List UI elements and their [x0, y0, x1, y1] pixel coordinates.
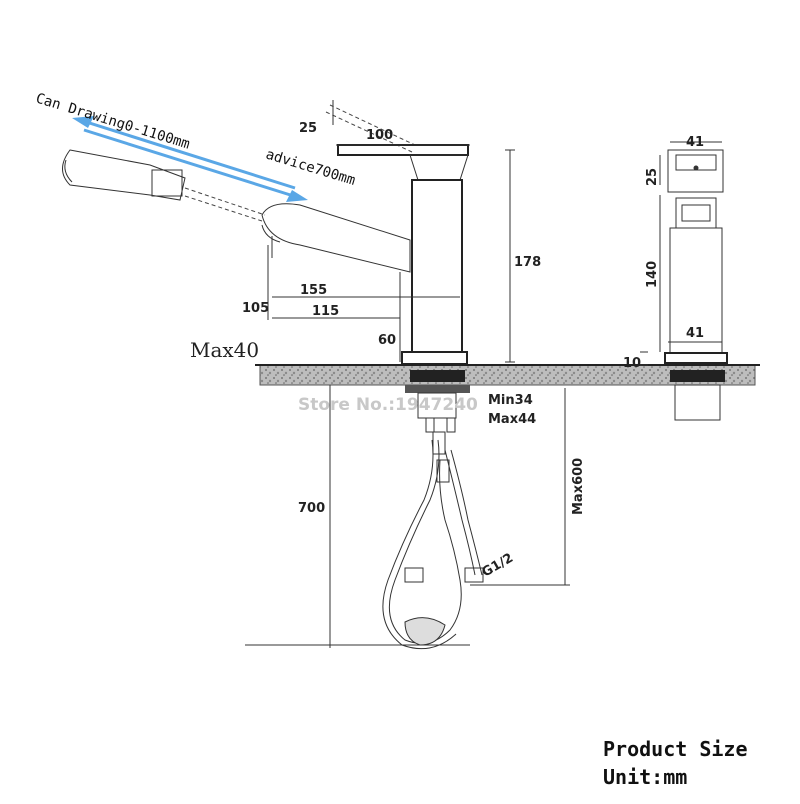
pull-out-arrows: [72, 116, 308, 202]
dim-spout-height: 105: [242, 301, 269, 316]
side-base-width: 41: [686, 326, 704, 341]
product-size-title: Product Size: [603, 737, 748, 761]
dim-reach-155: 155: [300, 283, 327, 298]
pull-range-label: Can Drawing0-1100mm: [34, 91, 192, 153]
dim-deck-max: Max40: [190, 338, 259, 362]
footer: Product Size Unit:mm: [603, 735, 748, 791]
dim-under-max: Max600: [571, 458, 586, 515]
side-body-height: 140: [645, 261, 660, 288]
dim-max-hole: Max44: [488, 412, 536, 427]
arrow-right-head: [286, 190, 308, 202]
dim-base-height: 60: [378, 333, 396, 348]
side-top-width: 41: [686, 135, 704, 150]
hoses: [382, 431, 484, 650]
countertop: [255, 364, 760, 386]
dim-reach-115: 115: [312, 304, 339, 319]
arrow-left-head: [72, 116, 94, 128]
side-view: [664, 149, 728, 421]
dim-hose-length: 700: [298, 501, 325, 516]
side-base-offset: 10: [623, 356, 641, 371]
dimension-lines: [245, 141, 722, 648]
faucet-lever: [325, 100, 469, 181]
dim-min-hole: Min34: [488, 393, 533, 408]
faucet-body: [401, 179, 468, 365]
spray-head: [261, 203, 411, 273]
dim-spout-tilt: 25: [299, 121, 317, 136]
under-deck-fitting: [405, 370, 470, 433]
dim-lever-length: 100: [366, 128, 393, 143]
dim-thread: G1/2: [480, 551, 517, 581]
spray-head-extended: [62, 149, 266, 223]
unit-label: Unit:mm: [603, 765, 688, 789]
store-watermark: Store No.:1947240: [298, 395, 478, 415]
dim-body-height: 178: [514, 255, 541, 270]
side-top-height: 25: [645, 168, 660, 186]
